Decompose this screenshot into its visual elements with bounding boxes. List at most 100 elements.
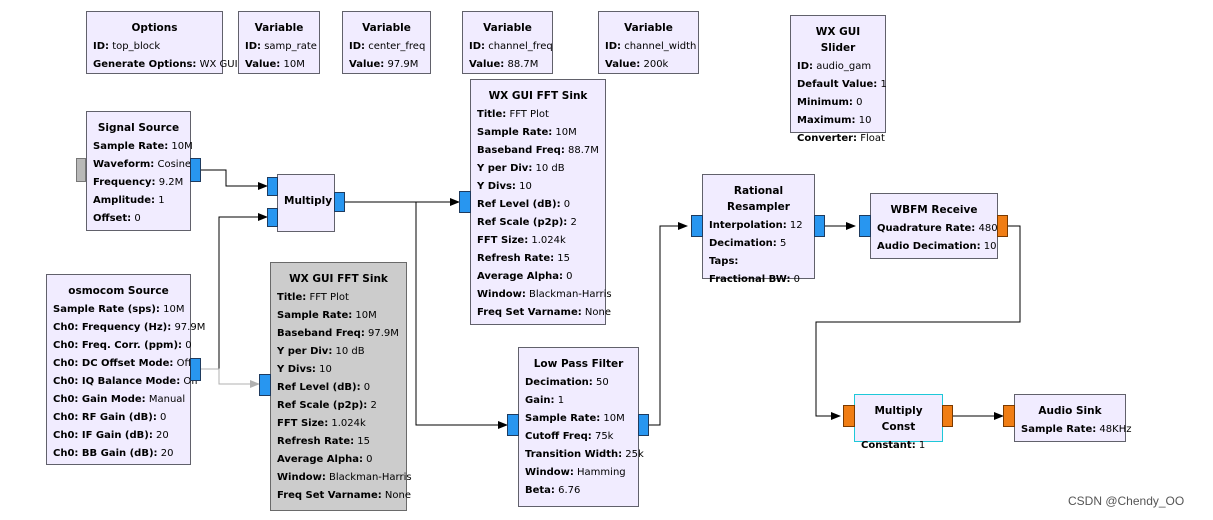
param-key: Default Value:	[797, 79, 878, 90]
param-key: Gain:	[525, 395, 555, 406]
param-key: FFT Size:	[477, 235, 529, 246]
param-row: Y Divs: 10	[477, 178, 599, 196]
param-key: Fractional BW:	[709, 274, 791, 285]
param-value: Hamming	[577, 467, 626, 478]
param-value: 10M	[163, 304, 185, 315]
param-row: Value: 88.7M	[469, 56, 546, 74]
param-row: Refresh Rate: 15	[277, 433, 400, 451]
wbfm-in-port[interactable]	[859, 215, 871, 237]
param-row: Y per Div: 10 dB	[277, 343, 400, 361]
fft-sink-2-in-port[interactable]	[259, 374, 271, 396]
param-row: ID: channel_width	[605, 38, 696, 56]
wire-osmocom-to-fft-sink-2[interactable]	[201, 368, 260, 388]
param-value: 2	[570, 217, 577, 228]
resampler-in-port[interactable]	[691, 215, 703, 237]
param-row: Window: Blackman-Harris	[277, 469, 412, 487]
param-value: 0	[366, 454, 373, 465]
param-row: Waveform: Cosine	[93, 156, 191, 174]
multiply-block[interactable]: Multiply	[277, 174, 335, 232]
param-row: Value: 97.9M	[349, 56, 424, 74]
param-value: WX GUI	[199, 59, 238, 70]
param-row: FFT Size: 1.024k	[477, 232, 599, 250]
lpf-out-port[interactable]	[638, 414, 649, 436]
param-key: Sample Rate:	[93, 141, 169, 152]
param-row: Window: Blackman-Harris	[477, 286, 612, 304]
param-key: Beta:	[525, 485, 555, 496]
param-row: Freq Set Varname: None	[277, 487, 411, 505]
param-key: Refresh Rate:	[477, 253, 555, 264]
fft-sink-1-in-port[interactable]	[459, 191, 471, 213]
resampler-out-port[interactable]	[814, 215, 825, 237]
osmocom-out-port[interactable]	[190, 358, 201, 381]
param-key: Window:	[277, 472, 326, 483]
param-key: ID:	[93, 41, 110, 52]
param-row: Ch0: Gain Mode: Manual	[53, 391, 185, 409]
block-title: Variable	[254, 22, 304, 34]
multiply-const-in-port[interactable]	[843, 405, 855, 427]
param-row: Maximum: 10	[797, 112, 879, 130]
param-key: Ref Scale (p2p):	[477, 217, 568, 228]
multiply-in0-port[interactable]	[267, 177, 278, 196]
param-key: Ch0: Freq. Corr. (ppm):	[53, 340, 183, 351]
param-key: Ch0: RF Gain (dB):	[53, 412, 157, 423]
multiply-const-out-port[interactable]	[942, 405, 953, 427]
param-key: Ch0: BB Gain (dB):	[53, 448, 158, 459]
param-key: Sample Rate:	[477, 127, 553, 138]
param-row: FFT Size: 1.024k	[277, 415, 400, 433]
param-row: Y per Div: 10 dB	[477, 160, 599, 178]
param-key: Y per Div:	[477, 163, 533, 174]
param-row: Sample Rate (sps): 10M	[53, 301, 184, 319]
lpf-in-port[interactable]	[507, 414, 519, 436]
wire-multiply-to-lpf[interactable]	[345, 201, 508, 429]
param-row: Ch0: DC Offset Mode: Off	[53, 355, 191, 373]
signal-source-stub-port[interactable]	[76, 158, 86, 182]
param-key: Decimation:	[525, 377, 593, 388]
param-value: samp_rate	[264, 41, 317, 52]
param-row: Ref Level (dB): 0	[277, 379, 400, 397]
param-value: 0	[160, 412, 167, 423]
param-row: Sample Rate: 10M	[477, 124, 599, 142]
param-row: Generate Options: WX GUI	[93, 56, 238, 74]
param-key: ID:	[245, 41, 262, 52]
multiply-out-port[interactable]	[334, 192, 345, 212]
wbfm-out-port[interactable]	[997, 215, 1008, 237]
param-key: Sample Rate (sps):	[53, 304, 160, 315]
param-value: 97.9M	[387, 59, 419, 70]
param-key: Freq Set Varname:	[477, 307, 582, 318]
param-row: Sample Rate: 10M	[525, 410, 632, 428]
param-row: Beta: 6.76	[525, 482, 632, 500]
wire-lpf-to-resampler[interactable]	[648, 222, 688, 426]
param-key: Value:	[605, 59, 641, 70]
param-value: 10M	[355, 310, 377, 321]
wire-wbfm-to-multiply-const[interactable]	[815, 225, 1021, 420]
wire-signal-source-to-multiply[interactable]	[201, 169, 268, 190]
param-row: Baseband Freq: 88.7M	[477, 142, 599, 160]
multiply-in1-port[interactable]	[267, 208, 278, 227]
audio-sink-in-port[interactable]	[1003, 405, 1015, 427]
signal-source-out-port[interactable]	[190, 158, 201, 182]
param-value: 0	[185, 340, 192, 351]
param-key: Ch0: Gain Mode:	[53, 394, 146, 405]
param-key: Window:	[477, 289, 526, 300]
param-row: Decimation: 5	[709, 235, 808, 253]
param-value: 0	[363, 382, 371, 393]
wire-osmocom-to-multiply[interactable]	[201, 213, 268, 370]
param-row: Value: 10M	[245, 56, 313, 74]
param-value: 0	[563, 199, 571, 210]
